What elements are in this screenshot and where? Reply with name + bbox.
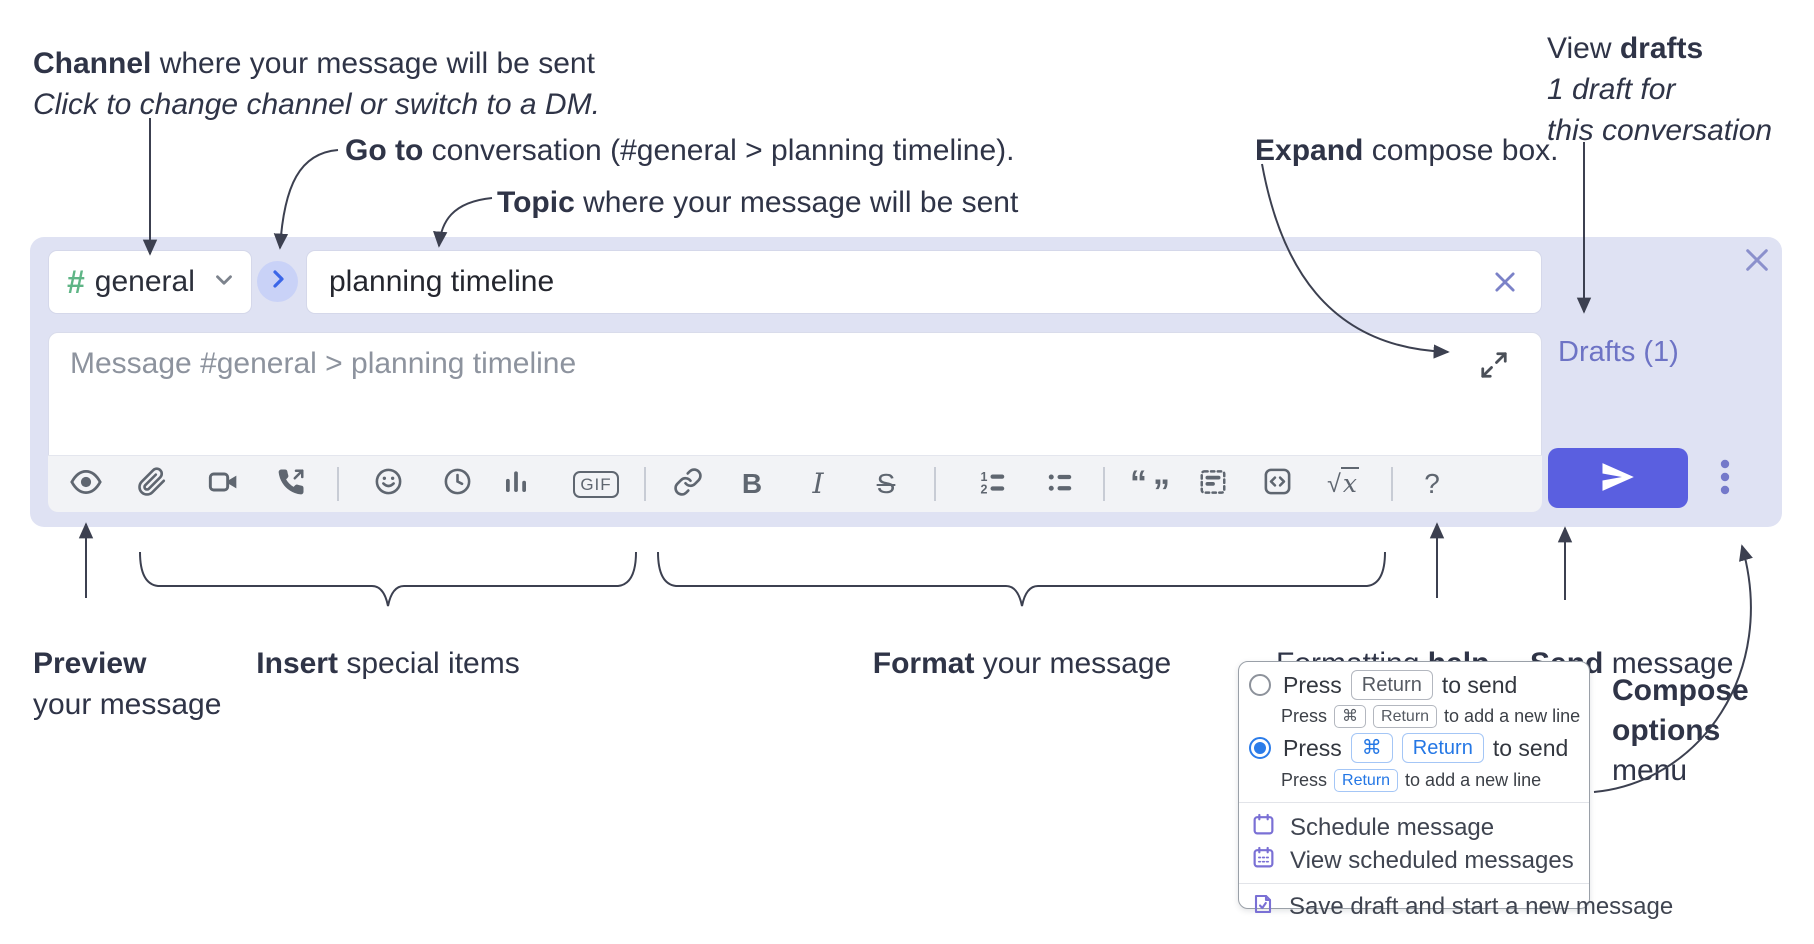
channel-hash-icon: # — [67, 263, 85, 300]
cmd-key: ⌘ — [1350, 733, 1393, 763]
message-placeholder: Message #general > planning timeline — [70, 347, 577, 380]
bullet-list-icon — [1045, 467, 1075, 502]
strikethrough-button[interactable]: S — [864, 462, 908, 506]
compose-options-annotation: Compose options menu — [1612, 674, 1749, 787]
insert-annotation: Insert special items — [256, 647, 520, 680]
blockquote-icon: “” — [1130, 464, 1170, 511]
audio-call-button[interactable] — [269, 462, 313, 506]
svg-text:2: 2 — [981, 482, 988, 496]
goto-arrow — [273, 149, 339, 250]
video-clip-button[interactable] — [201, 462, 245, 506]
channel-name: general — [94, 265, 195, 298]
bar-chart-icon — [501, 467, 531, 502]
preview-annotation: Preview your message — [33, 647, 222, 721]
question-mark-icon: ? — [1424, 468, 1440, 499]
goto-annotation: Go to conversation (#general > planning … — [345, 134, 1015, 167]
send-mode-option-cmd-return-subtext: Press Return to add a new line — [1281, 768, 1542, 792]
blockquote-button[interactable]: “” — [1128, 462, 1172, 511]
topic-input[interactable] — [307, 251, 1541, 313]
svg-text:1: 1 — [981, 469, 988, 483]
format-brace — [657, 551, 1386, 607]
video-camera-icon — [207, 466, 239, 503]
close-icon — [1491, 268, 1519, 299]
strikethrough-icon: S — [876, 468, 896, 499]
channel-selector[interactable]: # general — [48, 250, 252, 314]
italic-button[interactable]: I — [796, 462, 840, 506]
return-key: Return — [1401, 733, 1484, 763]
drafts-link[interactable]: Drafts (1) — [1558, 336, 1679, 368]
topic-clear-button[interactable] — [1483, 261, 1527, 305]
close-compose-button[interactable] — [1736, 240, 1778, 282]
formula-icon: √x — [1327, 467, 1359, 498]
menu-item-view-scheduled[interactable]: View scheduled messages — [1251, 845, 1574, 877]
clock-icon — [442, 466, 473, 502]
menu-divider — [1239, 883, 1589, 884]
smiley-icon — [373, 466, 404, 502]
expand-icon — [1479, 350, 1509, 383]
topic-annotation: Topic where your message will be sent — [497, 186, 1019, 219]
preview-button[interactable] — [64, 462, 108, 506]
chevron-right-icon — [266, 267, 290, 296]
send-mode-option-return-subtext: Press ⌘ Return to add a new line — [1281, 704, 1581, 728]
emoji-button[interactable] — [366, 462, 410, 506]
bold-icon: B — [741, 468, 763, 499]
inline-code-icon — [1262, 466, 1293, 502]
bold-button[interactable]: B — [730, 462, 774, 506]
inline-code-button[interactable] — [1255, 462, 1299, 506]
toolbar-divider — [1103, 467, 1105, 501]
code-block-icon — [1198, 467, 1228, 502]
menu-item-save-draft[interactable]: Save draft and start a new message — [1251, 891, 1673, 923]
chevron-down-icon — [211, 267, 237, 298]
poll-button[interactable] — [494, 462, 538, 506]
insert-brace — [139, 551, 637, 607]
code-block-button[interactable] — [1191, 462, 1235, 506]
formatting-help-button[interactable]: ? — [1410, 462, 1454, 506]
goto-conversation-button[interactable] — [257, 261, 298, 302]
gif-icon: GIF — [573, 470, 619, 498]
return-key: Return — [1373, 704, 1438, 728]
calendar-grid-icon — [1251, 845, 1276, 877]
draft-check-icon — [1251, 892, 1275, 923]
formula-button[interactable]: √x — [1321, 462, 1365, 506]
composer-toolbar — [48, 455, 1542, 512]
attach-file-button[interactable] — [130, 462, 174, 506]
toolbar-divider — [337, 467, 339, 501]
italic-icon: I — [812, 467, 824, 500]
menu-divider — [1239, 802, 1589, 803]
calendar-icon — [1251, 812, 1276, 844]
radio-selected-icon — [1249, 737, 1271, 759]
paperclip-icon — [137, 466, 167, 502]
expand-annotation: Expand compose box. — [1255, 134, 1559, 167]
toolbar-divider — [934, 467, 936, 501]
gif-button[interactable]: GIF — [573, 462, 619, 506]
drafts-annotation: View drafts 1 draft for this conversatio… — [1547, 32, 1773, 147]
return-key: Return — [1334, 768, 1399, 792]
bullet-list-button[interactable] — [1038, 462, 1082, 506]
format-annotation: Format your message — [872, 647, 1172, 680]
compose-options-menu: Press Return to send Press ⌘ Return to a… — [1238, 661, 1673, 920]
send-icon — [1599, 458, 1637, 499]
menu-item-schedule-message[interactable]: Schedule message — [1251, 812, 1494, 844]
channel-annotation: Channel where your message will be sent … — [33, 47, 600, 121]
topic-field — [306, 250, 1542, 314]
radio-unselected-icon — [1249, 674, 1271, 696]
return-key: Return — [1350, 670, 1433, 700]
phone-outgoing-icon — [276, 467, 306, 502]
kebab-menu-icon — [1718, 456, 1732, 503]
toolbar-divider — [1391, 467, 1393, 501]
link-icon — [673, 467, 703, 502]
link-button[interactable] — [666, 462, 710, 506]
send-button[interactable] — [1548, 448, 1688, 508]
eye-icon — [69, 465, 103, 504]
send-mode-option-return[interactable]: Press Return to send — [1249, 668, 1517, 702]
expand-compose-button[interactable] — [1472, 344, 1516, 388]
toolbar-divider — [644, 467, 646, 501]
compose-options-button[interactable] — [1706, 452, 1744, 506]
cmd-key: ⌘ — [1334, 704, 1367, 728]
send-mode-option-cmd-return[interactable]: Press ⌘ Return to send — [1249, 730, 1568, 766]
close-icon — [1741, 244, 1773, 279]
recent-items-button[interactable] — [435, 462, 479, 506]
